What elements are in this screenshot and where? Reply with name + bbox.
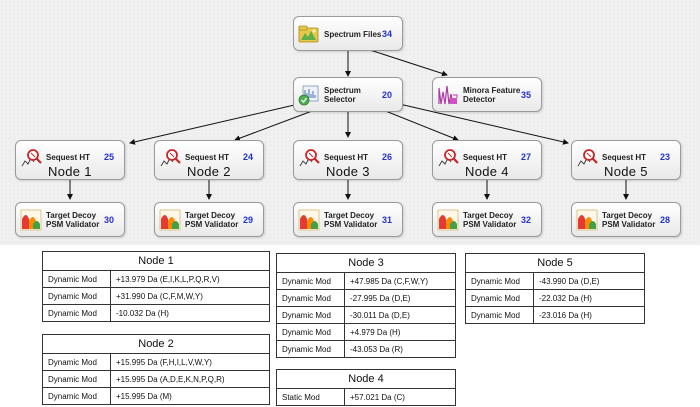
edge-files-to-minora (369, 49, 448, 77)
table-row: Dynamic Mod+13.979 Da (E,I,K,L,P,Q,R,V) (42, 270, 270, 288)
table-title: Node 1 (42, 251, 270, 271)
node-number: 23 (659, 152, 670, 162)
node-number: 29 (242, 215, 253, 225)
node-number: 35 (520, 90, 531, 100)
node-label: Spectrum Files (324, 29, 382, 39)
table-row: Dynamic Mod+47.985 Da (C,F,W,Y) (276, 272, 456, 290)
node-name-label-5: Node 5 (604, 164, 648, 179)
mod-table-node-4: Node 4 Static Mod+57.021 Da (C) (276, 369, 456, 406)
validator-icon (576, 209, 598, 231)
table-row: Dynamic Mod-43.053 Da (R) (276, 340, 456, 358)
sequest-icon (20, 147, 42, 169)
node-number: 27 (520, 152, 531, 162)
validator-icon (298, 209, 320, 231)
edge-selector-to-sequest-2 (234, 107, 321, 142)
mod-table-node-1: Node 1 Dynamic Mod+13.979 Da (E,I,K,L,P,… (42, 251, 270, 322)
validator-icon (20, 209, 42, 231)
node-number: 25 (103, 152, 114, 162)
table-row: Dynamic Mod-10.032 Da (H) (42, 304, 270, 322)
validator-icon (159, 209, 181, 231)
table-row: Dynamic Mod-30.011 Da (D,E) (276, 306, 456, 324)
sequest-icon (159, 147, 181, 169)
table-row: Static Mod+57.021 Da (C) (276, 388, 456, 406)
node-number: 34 (381, 29, 392, 39)
edge-selector-to-sequest-4 (377, 107, 459, 141)
table-title: Node 4 (276, 369, 456, 389)
table-row: Dynamic Mod-22.032 Da (H) (465, 289, 645, 307)
workflow-edges (67, 49, 629, 200)
node-name-label-4: Node 4 (465, 164, 509, 179)
minora-icon (437, 84, 459, 106)
node-number: 24 (242, 152, 253, 162)
node-label: Sequest HT (602, 152, 647, 162)
node-label: Sequest HT (324, 152, 369, 162)
spectrum-selector-icon (298, 84, 320, 106)
node-label: Sequest HT (185, 152, 230, 162)
table-row: Dynamic Mod+31.990 Da (C,F,M,W,Y) (42, 287, 270, 305)
node-name-label-3: Node 3 (326, 164, 370, 179)
table-title: Node 2 (42, 334, 270, 354)
table-row: Dynamic Mod-27.995 Da (D,E) (276, 289, 456, 307)
table-row: Dynamic Mod+15.995 Da (A,D,E,K,N,P,Q,R) (42, 370, 270, 388)
node-number: 30 (103, 215, 114, 225)
node-name-label-2: Node 2 (187, 164, 231, 179)
table-title: Node 3 (276, 253, 456, 273)
node-number: 32 (520, 215, 531, 225)
node-number: 31 (381, 215, 392, 225)
node-number: 26 (381, 152, 392, 162)
table-row: Dynamic Mod+15.995 Da (M) (42, 387, 270, 405)
node-sequest-ht-4[interactable]: Sequest HT 27 (432, 140, 542, 180)
node-number: 20 (381, 90, 392, 100)
edge-selector-to-sequest-1 (129, 102, 304, 145)
sequest-icon (298, 147, 320, 169)
node-sequest-ht-1[interactable]: Sequest HT 25 (15, 140, 125, 180)
mod-table-node-3: Node 3 Dynamic Mod+47.985 Da (C,F,W,Y) D… (276, 253, 456, 358)
node-sequest-ht-2[interactable]: Sequest HT 24 (154, 140, 264, 180)
node-number: 28 (659, 215, 670, 225)
mod-table-node-5: Node 5 Dynamic Mod-43.990 Da (D,E) Dynam… (465, 253, 645, 324)
sequest-icon (576, 147, 598, 169)
node-label: Sequest HT (46, 152, 91, 162)
node-sequest-ht-5[interactable]: Sequest HT 23 (571, 140, 681, 180)
table-row: Dynamic Mod-43.990 Da (D,E) (465, 272, 645, 290)
node-label: Sequest HT (463, 152, 508, 162)
sequest-icon (437, 147, 459, 169)
table-row: Dynamic Mod-23.016 Da (H) (465, 306, 645, 324)
node-sequest-ht-3[interactable]: Sequest HT 26 (293, 140, 403, 180)
table-row: Dynamic Mod+15.995 Da (F,H,I,L,V,W,Y) (42, 353, 270, 371)
table-row: Dynamic Mod+4.979 Da (H) (276, 323, 456, 341)
mod-table-node-2: Node 2 Dynamic Mod+15.995 Da (F,H,I,L,V,… (42, 334, 270, 405)
node-spectrum-files[interactable]: Spectrum Files 34 (293, 16, 403, 51)
table-title: Node 5 (465, 253, 645, 273)
node-name-label-1: Node 1 (48, 164, 92, 179)
edge-selector-to-sequest-5 (394, 102, 569, 145)
folder-icon (298, 23, 320, 45)
validator-icon (437, 209, 459, 231)
